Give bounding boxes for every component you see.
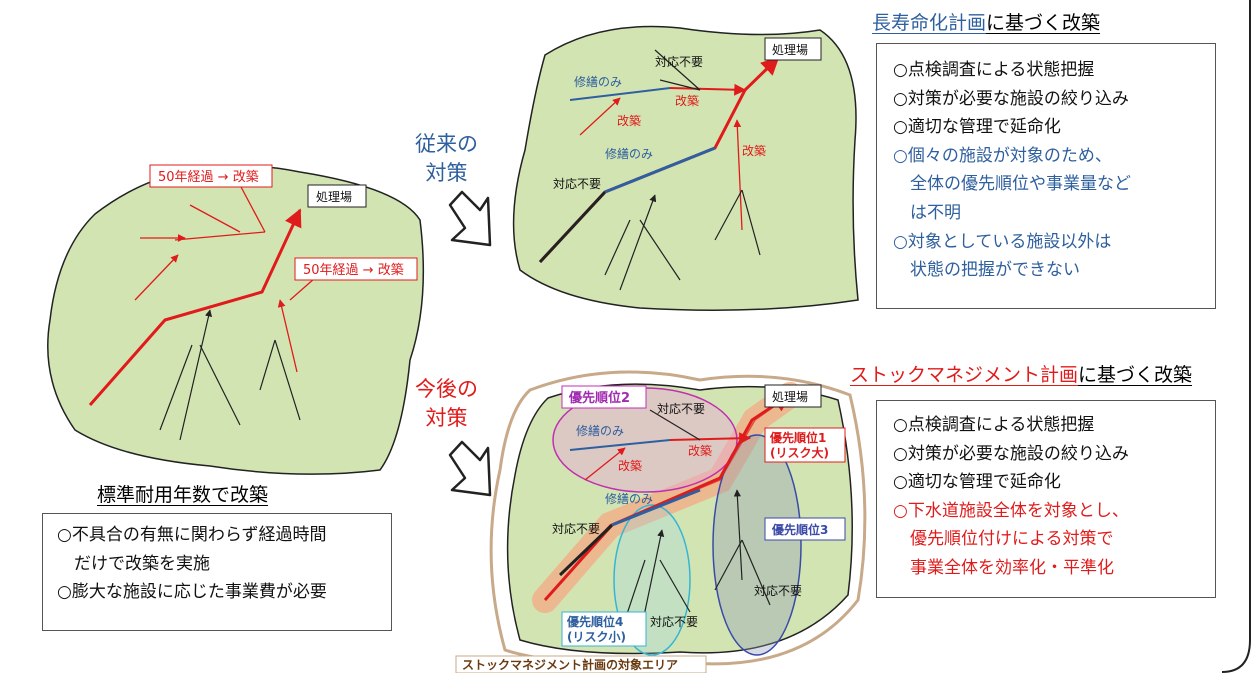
bottom-line-2: ○対策が必要な施設の絞り込み (893, 443, 1129, 464)
top-blue-line-4: ○対象としている施設以外は (893, 231, 1112, 252)
left-summary-box: ○不具合の有無に関わらず経過時間 だけで改築を実施 ○膨大な施設に応じた事業費が… (42, 513, 392, 631)
bottom-repair-only-2: 修繕のみ (605, 491, 653, 506)
top-blue-line-3: は不明 (893, 202, 961, 223)
top-blue-line-1: ○個々の施設が対象のため、 (893, 145, 1112, 166)
top-no-action: 対応不要 (655, 55, 703, 69)
target-area-outline (489, 370, 867, 666)
arrow-future (448, 440, 492, 497)
top-repair-only: 修繕のみ (574, 74, 622, 89)
bottom-repair-only: 修繕のみ (576, 423, 624, 438)
bottom-plant-label: 処理場 (772, 390, 808, 404)
land-top (512, 25, 859, 311)
priority-4-label: 優先順位4 (566, 614, 623, 629)
top-rebuild-a: 改築 (675, 93, 699, 108)
bottom-no-action-top: 対応不要 (657, 402, 705, 416)
future-line-2: 対策 (425, 406, 468, 430)
left-pipes (88, 184, 316, 441)
top-rebuild-c: 改築 (742, 143, 766, 158)
top-blue-line-5: 状態の把握ができない (893, 260, 1080, 281)
conventional-line-1: 従来の (415, 132, 478, 156)
top-line-1: ○点検調査による状態把握 (893, 60, 1095, 80)
priority-1-label: 優先順位1 (769, 430, 826, 445)
bottom-right-title: ストックマネジメント計画に基づく改築 (850, 360, 1192, 387)
future-label: 今後の 対策 (415, 375, 478, 433)
top-right-title-rest: に基づく改築 (986, 12, 1101, 34)
top-right-title: 長寿命化計画に基づく改築 (872, 8, 1100, 35)
bottom-red-line-1: ○下水道施設全体を対象とし、 (893, 500, 1129, 521)
left-plant-label: 処理場 (316, 190, 352, 204)
bottom-right-title-highlight: ストックマネジメント計画 (850, 364, 1079, 386)
bottom-line-3: ○適切な管理で延命化 (893, 472, 1061, 493)
bottom-no-action-right: 対応不要 (754, 584, 802, 598)
priority-1-sub: (リスク大) (770, 445, 829, 460)
bottom-red-line-3: 事業全体を効率化・平準化 (893, 557, 1114, 578)
bottom-rebuild-b: 改築 (618, 458, 642, 473)
top-right-summary-box: ○点検調査による状態把握 ○対策が必要な施設の絞り込み ○適切な管理で延命化 ○… (876, 43, 1216, 309)
future-line-1: 今後の (415, 377, 478, 401)
bottom-line-1: ○点検調査による状態把握 (893, 415, 1095, 435)
left-line-1: ○不具合の有無に関わらず経過時間 (57, 525, 327, 545)
bottom-no-action-bottom: 対応不要 (650, 615, 698, 629)
left-line-2: だけで改築を実施 (57, 553, 210, 574)
top-repair-only-2: 修繕のみ (605, 146, 653, 161)
target-area-label: ストックマネジメント計画の対象エリア (462, 657, 678, 672)
top-rebuild-b: 改築 (617, 113, 641, 128)
top-line-2: ○対策が必要な施設の絞り込み (893, 88, 1129, 109)
land-left (47, 164, 425, 475)
top-pipes (538, 49, 780, 291)
bottom-right-title-rest: に基づく改築 (1078, 364, 1193, 386)
left-badge-1: 50年経過 → 改築 (158, 170, 259, 185)
left-badge-2: 50年経過 → 改築 (303, 263, 404, 278)
bottom-rebuild-a: 改築 (688, 443, 712, 458)
top-no-action-2: 対応不要 (553, 177, 601, 191)
arrow-conventional (448, 190, 492, 247)
top-line-3: ○適切な管理で延命化 (893, 117, 1061, 138)
priority-2-label: 優先順位2 (568, 390, 630, 406)
bottom-right-summary-box: ○点検調査による状態把握 ○対策が必要な施設の絞り込み ○適切な管理で延命化 ○… (876, 400, 1216, 598)
priority-4-sub: (リスク小) (567, 629, 626, 644)
bottom-no-action-mid: 対応不要 (552, 522, 600, 536)
left-line-3: ○膨大な施設に応じた事業費が必要 (57, 582, 327, 603)
top-blue-line-2: 全体の優先順位や事業量など (893, 174, 1131, 195)
top-right-title-highlight: 長寿命化計画 (872, 12, 987, 34)
left-title: 標準耐用年数で改築 (97, 484, 269, 506)
bottom-red-line-2: 優先順位付けによる対策で (893, 529, 1114, 550)
frame-curve (1221, 0, 1251, 673)
top-plant-label: 処理場 (772, 43, 808, 57)
conventional-label: 従来の 対策 (415, 130, 478, 188)
priority-3-label: 優先順位3 (771, 522, 828, 537)
conventional-line-2: 対策 (425, 161, 468, 185)
